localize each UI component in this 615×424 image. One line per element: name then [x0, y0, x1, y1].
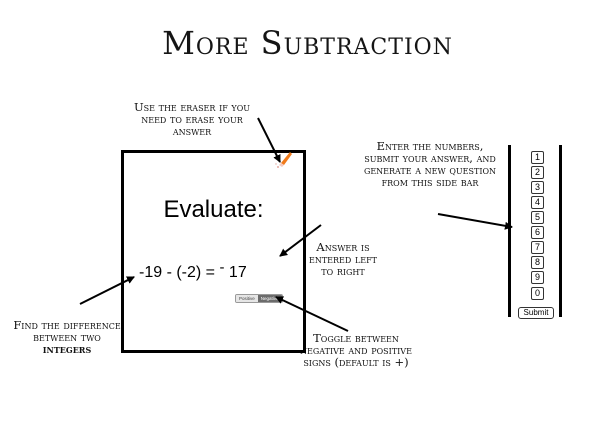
- toggle-arrow: [275, 296, 349, 332]
- key-7[interactable]: 7: [531, 241, 544, 254]
- key-5[interactable]: 5: [531, 211, 544, 224]
- expression-text: -19 - (-2) =: [139, 264, 216, 281]
- key-4[interactable]: 4: [531, 196, 544, 209]
- key-1[interactable]: 1: [531, 151, 544, 164]
- toggle-positive[interactable]: Positive: [236, 295, 258, 302]
- difference-arrow: [79, 276, 135, 305]
- expression-line: -19 - (-2) = - 17: [139, 259, 247, 282]
- eraser-annotation: Use the eraser if you need to erase your…: [133, 100, 251, 138]
- keypad-sidebar: 1 2 3 4 5 6 7 8 9 0 Submit: [508, 145, 562, 319]
- question-panel: Evaluate: -19 - (-2) = - 17 Positive Neg…: [121, 150, 306, 353]
- eraser-icon[interactable]: [274, 151, 292, 169]
- answer-arrow: [279, 224, 322, 257]
- eraser-arrow: [257, 117, 281, 163]
- page-title: More Subtraction: [162, 24, 453, 62]
- evaluate-heading: Evaluate:: [163, 196, 264, 223]
- submit-button[interactable]: Submit: [518, 307, 554, 319]
- toggle-negative[interactable]: Negative: [257, 295, 282, 302]
- answer-sign[interactable]: -: [219, 259, 225, 276]
- key-6[interactable]: 6: [531, 226, 544, 239]
- key-2[interactable]: 2: [531, 166, 544, 179]
- answer-annotation: Answer is entered left to right: [309, 240, 377, 278]
- sidebar-annotation: Enter the numbers, submit your answer, a…: [363, 139, 497, 189]
- key-3[interactable]: 3: [531, 181, 544, 194]
- key-9[interactable]: 9: [531, 271, 544, 284]
- toggle-annotation: Toggle between negative and positive sig…: [300, 331, 412, 369]
- sidebar-arrow: [437, 213, 513, 230]
- answer-value[interactable]: 17: [228, 264, 247, 281]
- difference-annotation: Find the difference between two integers: [13, 318, 121, 356]
- key-8[interactable]: 8: [531, 256, 544, 269]
- integers-keyword: integers: [42, 342, 92, 356]
- key-0[interactable]: 0: [531, 287, 544, 300]
